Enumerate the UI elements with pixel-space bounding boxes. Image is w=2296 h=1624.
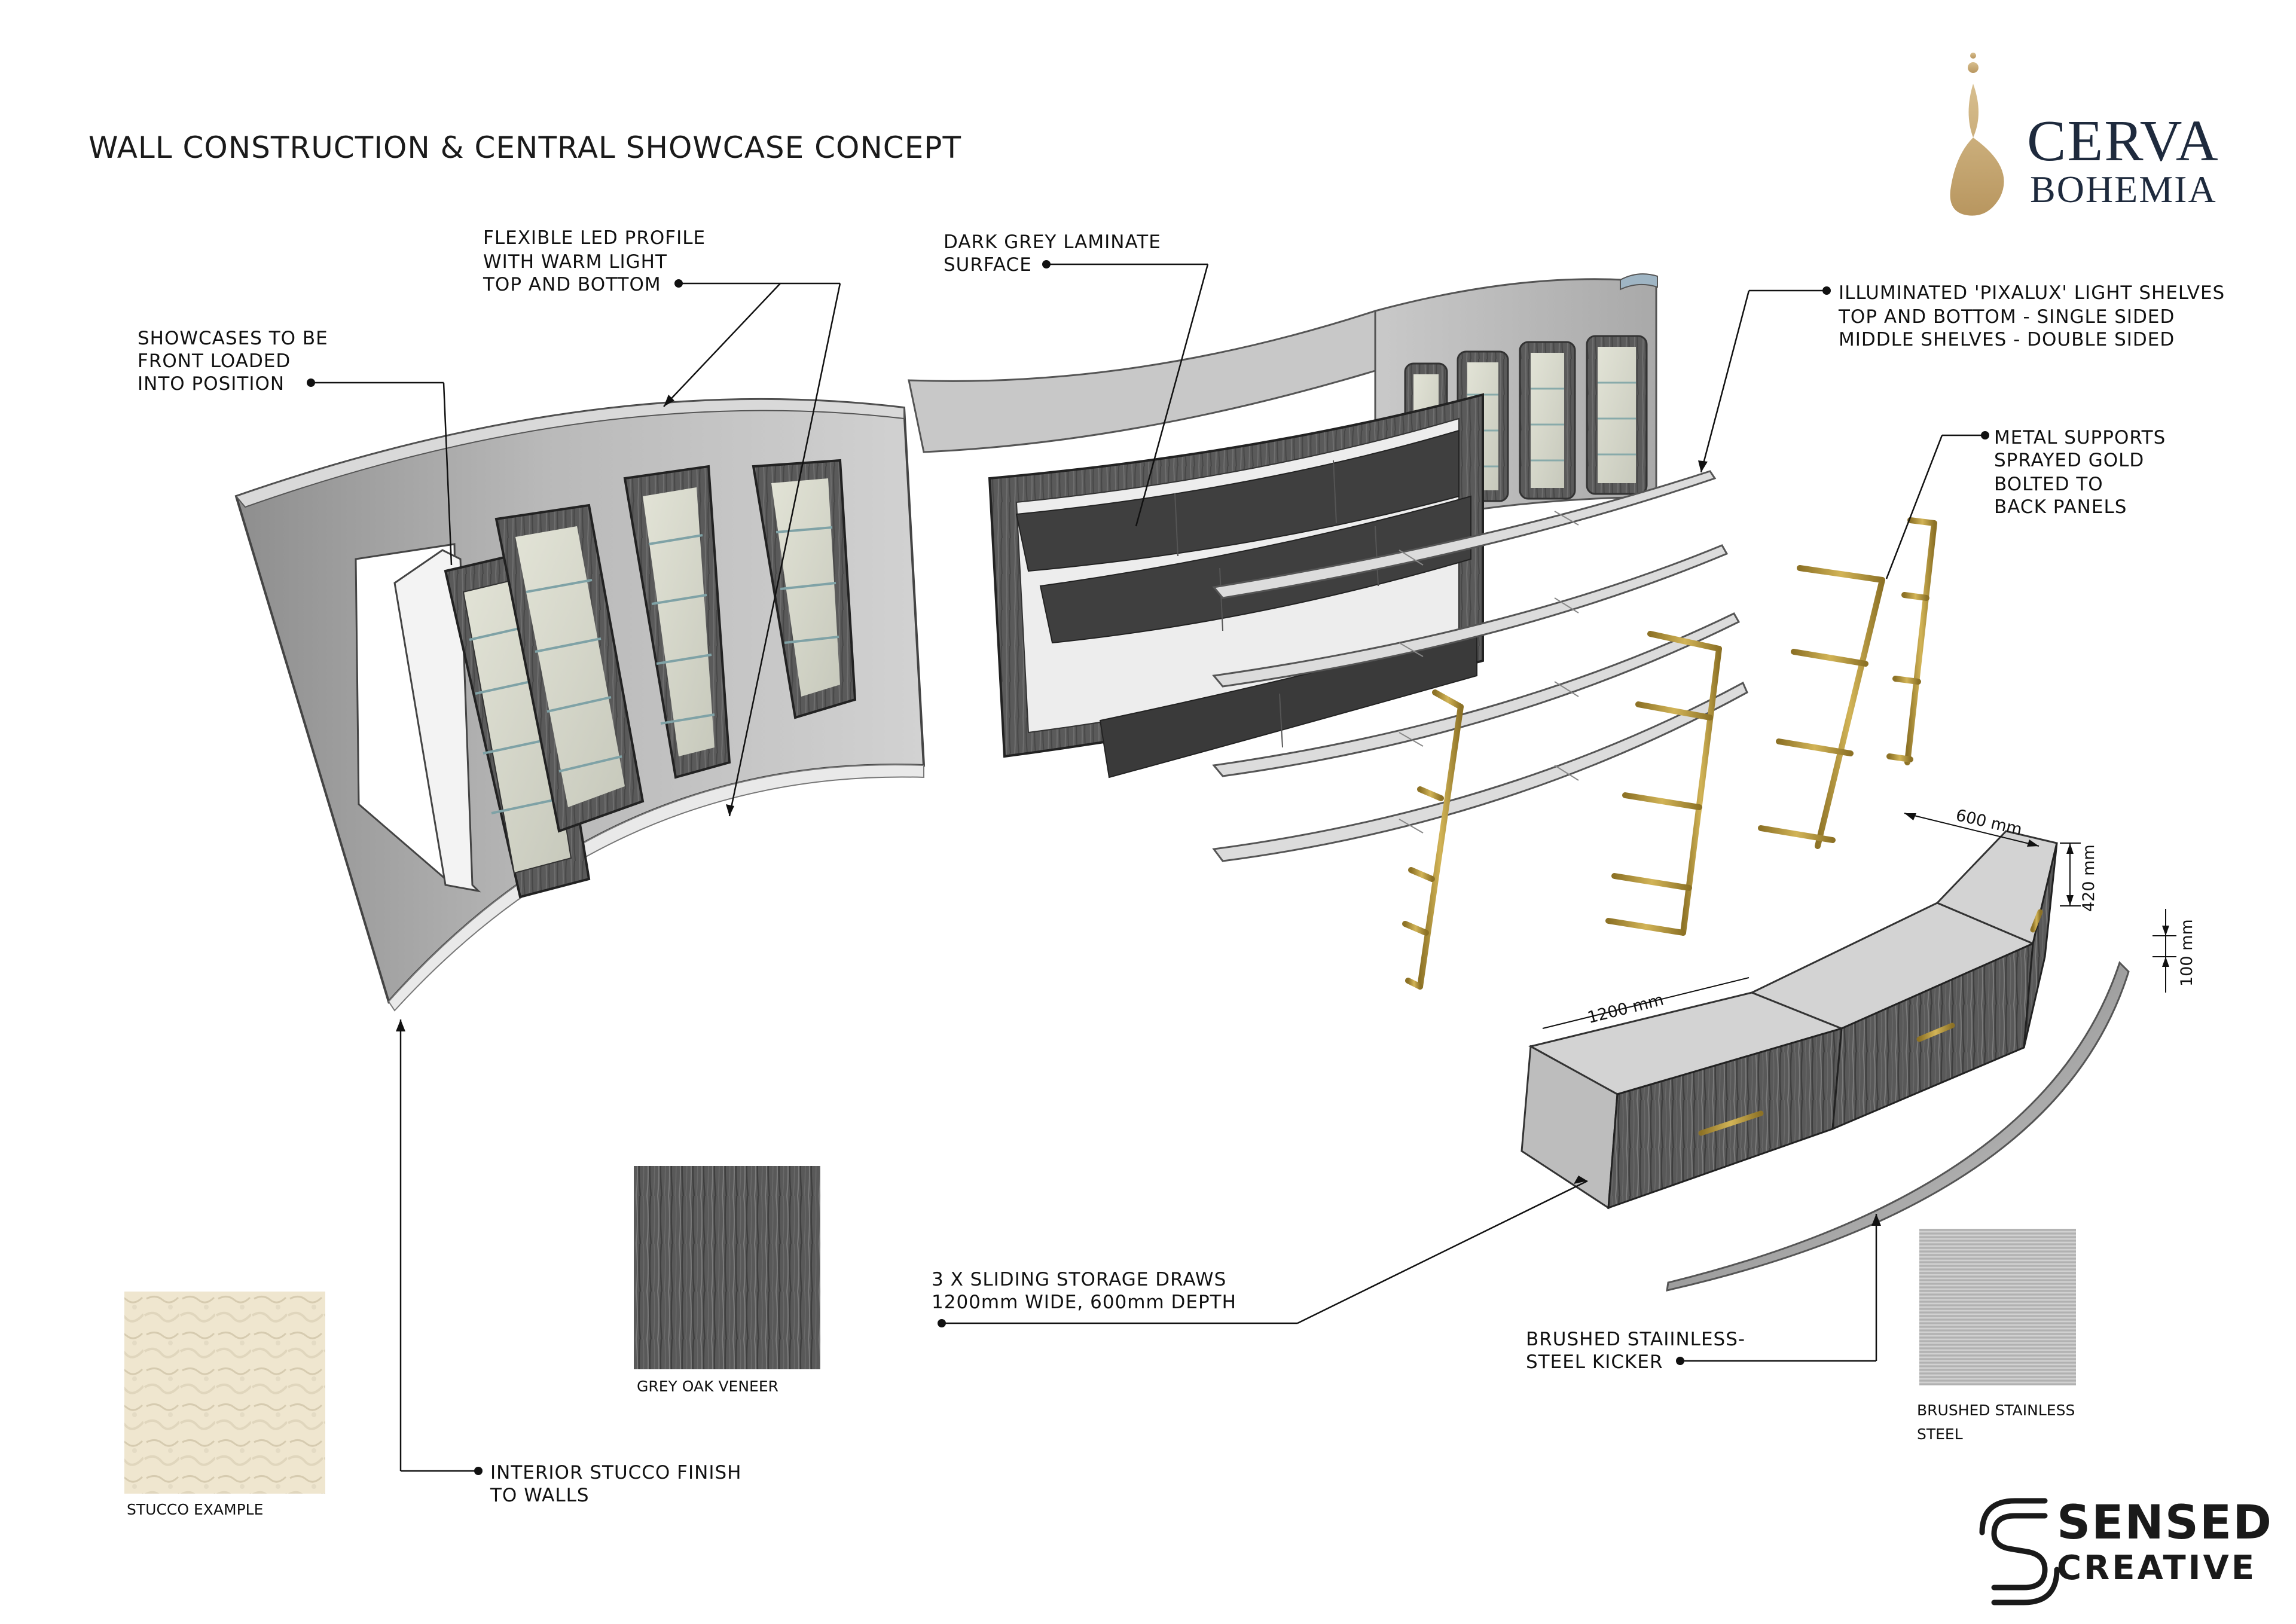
draws-label-2: 1200mm WIDE, 600mm DEPTH xyxy=(932,1292,1236,1313)
sensed-logo-mark xyxy=(1979,1498,2060,1605)
page-title: WALL CONSTRUCTION & CENTRAL SHOWCASE CON… xyxy=(88,130,961,165)
stainless-steel-kicker xyxy=(1666,961,2130,1292)
showcase-label-2: FRONT LOADED xyxy=(138,350,291,372)
brand-name-line1: CERVA xyxy=(2027,109,2219,173)
showcase-label-1: SHOWCASES TO BE xyxy=(138,328,328,349)
cerva-bohemia-logo-mark xyxy=(1950,53,2004,216)
dimension-arrows xyxy=(1904,813,2169,967)
leader-dots xyxy=(307,260,1989,1475)
central-showcase-frame xyxy=(988,393,1484,779)
oak-swatch-caption: GREY OAK VENEER xyxy=(637,1378,778,1395)
shelves-label-3: MIDDLE SHELVES - DOUBLE SIDED xyxy=(1839,329,2175,350)
sliding-storage-draws xyxy=(1521,830,2058,1210)
kicker-label-1: BRUSHED STAIINLESS- xyxy=(1526,1329,1746,1350)
steel-swatch-caption-2: STEEL xyxy=(1917,1425,1963,1443)
stucco-swatch-caption: STUCCO EXAMPLE xyxy=(127,1501,264,1518)
led-profile-label-2: WITH WARM LIGHT xyxy=(483,251,667,273)
shelves-label-1: ILLUMINATED 'PIXALUX' LIGHT SHELVES xyxy=(1839,282,2225,304)
wall-showcases xyxy=(494,459,857,833)
grey-oak-veneer-swatch xyxy=(634,1166,820,1369)
led-profile-label-3: TOP AND BOTTOM xyxy=(483,274,661,295)
pixalux-shelves xyxy=(1212,470,1748,862)
stucco-finish-label-2: TO WALLS xyxy=(490,1485,590,1506)
leader-arrowheads xyxy=(396,395,1881,1226)
laminate-label-1: DARK GREY LAMINATE xyxy=(944,231,1161,253)
supports-label-4: BACK PANELS xyxy=(1994,496,2127,518)
draws-label-1: 3 X SLIDING STORAGE DRAWS xyxy=(932,1269,1227,1290)
kicker-dimension: 100 mm xyxy=(2178,919,2196,987)
footer-brand-line1: SENSED xyxy=(2057,1496,2273,1550)
front-loaded-showcase xyxy=(393,548,591,899)
laminate-label-2: SURFACE xyxy=(944,254,1032,276)
supports-label-2: SPRAYED GOLD xyxy=(1994,450,2145,471)
led-profile-label-1: FLEXIBLE LED PROFILE xyxy=(483,227,706,249)
brand-name-line2: BOHEMIA xyxy=(2030,168,2217,210)
shelves-label-2: TOP AND BOTTOM - SINGLE SIDED xyxy=(1839,306,2175,328)
supports-label-3: BOLTED TO xyxy=(1994,474,2103,495)
showcase-label-3: INTO POSITION xyxy=(138,373,285,395)
stucco-swatch xyxy=(124,1292,325,1494)
leader-lines xyxy=(311,263,1985,1472)
steel-swatch-caption-1: BRUSHED STAINLESS xyxy=(1917,1402,2075,1419)
gold-metal-supports xyxy=(1402,517,1937,990)
stucco-finish-label-1: INTERIOR STUCCO FINISH xyxy=(490,1462,742,1483)
height-dimension: 420 mm xyxy=(2080,844,2098,912)
supports-label-1: METAL SUPPORTS xyxy=(1994,427,2166,448)
kicker-label-2: STEEL KICKER xyxy=(1526,1351,1663,1373)
footer-brand-line2: CREATIVE xyxy=(2057,1549,2257,1588)
brushed-steel-swatch xyxy=(1919,1229,2076,1385)
